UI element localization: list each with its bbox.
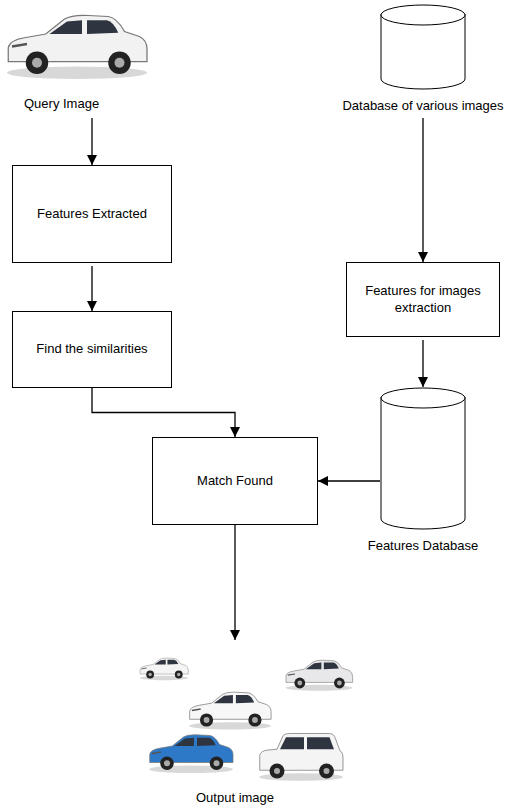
box-label: Find the similarities	[36, 341, 147, 358]
box-label: Match Found	[197, 473, 273, 490]
process-box: Find the similarities	[12, 311, 172, 388]
cylinder-outline	[380, 4, 466, 90]
box-label: Features for images extraction	[355, 283, 491, 317]
box-text-group: Match Found	[197, 473, 273, 490]
database-label: Database of various images	[342, 98, 503, 115]
connector-arrow	[318, 480, 380, 481]
database-cylinder: Features Database	[380, 387, 466, 530]
process-box: Features Extracted	[12, 165, 172, 263]
cylinder-outline	[380, 387, 466, 530]
connector-arrow	[422, 118, 423, 262]
connector-arrow	[91, 266, 92, 311]
box-label: Features Extracted	[37, 206, 147, 223]
image-caption: Output image	[196, 790, 274, 807]
box-text-group: Find the similarities	[36, 341, 147, 358]
box-text-group: Features Extracted	[37, 206, 147, 223]
process-box: Features for images extraction	[346, 262, 500, 337]
database-cylinder: Database of various images	[380, 4, 466, 90]
connector-arrow	[422, 340, 423, 387]
box-text-group: Features for images extraction	[355, 283, 491, 317]
connector-arrow	[92, 388, 235, 437]
process-box: Match Found	[152, 437, 318, 525]
image-caption: Query Image	[24, 96, 99, 113]
database-label: Features Database	[368, 538, 479, 555]
